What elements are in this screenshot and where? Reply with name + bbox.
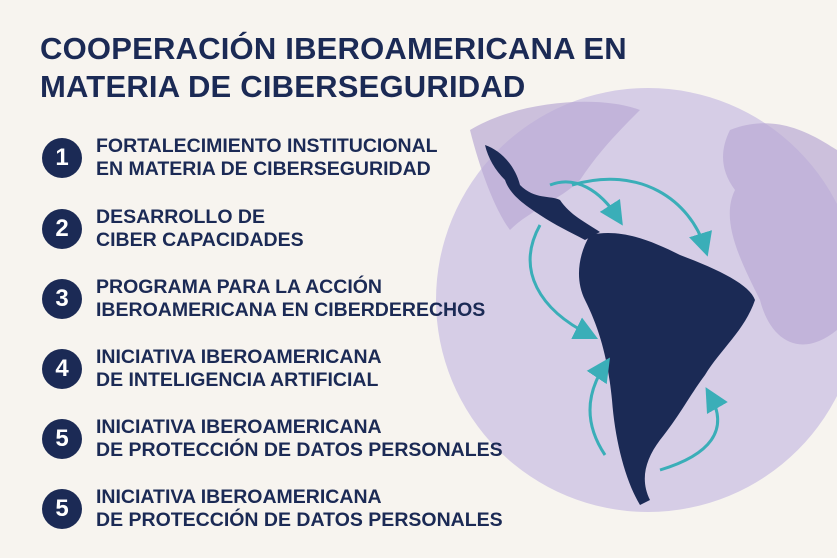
item-line: DE PROTECCIÓN DE DATOS PERSONALES: [96, 509, 503, 531]
item-line: FORTALECIMIENTO INSTITUCIONAL: [96, 135, 438, 157]
number-badge: 5: [42, 489, 82, 529]
europe-africa-land: [723, 123, 837, 345]
item-line: INICIATIVA IBEROAMERICANA: [96, 416, 382, 438]
arrow-east: [571, 177, 712, 257]
item-line: DESARROLLO DE: [96, 206, 266, 228]
item-line: DE INTELIGENCIA ARTIFICIAL: [96, 369, 379, 391]
item-line: PROGRAMA PARA LA ACCIÓN: [96, 276, 382, 298]
item-line: INICIATIVA IBEROAMERICANA: [96, 346, 382, 368]
number-badge: 4: [42, 349, 82, 389]
north-america-land: [470, 101, 640, 230]
south-america-map: [578, 232, 755, 506]
arrow-west: [528, 224, 599, 340]
title-line-2: MATERIA DE CIBERSEGURIDAD: [40, 69, 526, 104]
title-line-1: COOPERACIÓN IBEROAMERICANA EN: [40, 31, 627, 66]
item-line: EN MATERIA DE CIBERSEGURIDAD: [96, 158, 431, 180]
arrow-north: [549, 180, 623, 226]
central-america-map: [485, 145, 600, 240]
item-line: INICIATIVA IBEROAMERICANA: [96, 486, 382, 508]
arrow-south-west: [586, 357, 610, 456]
number-badge: 5: [42, 419, 82, 459]
number-badge: 2: [42, 209, 82, 249]
number-badge: 3: [42, 279, 82, 319]
page-title: COOPERACIÓN IBEROAMERICANA EN MATERIA DE…: [40, 30, 627, 106]
arrow-south-east: [659, 387, 728, 472]
number-badge: 1: [42, 138, 82, 178]
item-line: CIBER CAPACIDADES: [96, 229, 304, 251]
item-line: DE PROTECCIÓN DE DATOS PERSONALES: [96, 439, 503, 461]
item-line: IBEROAMERICANA EN CIBERDERECHOS: [96, 299, 486, 321]
